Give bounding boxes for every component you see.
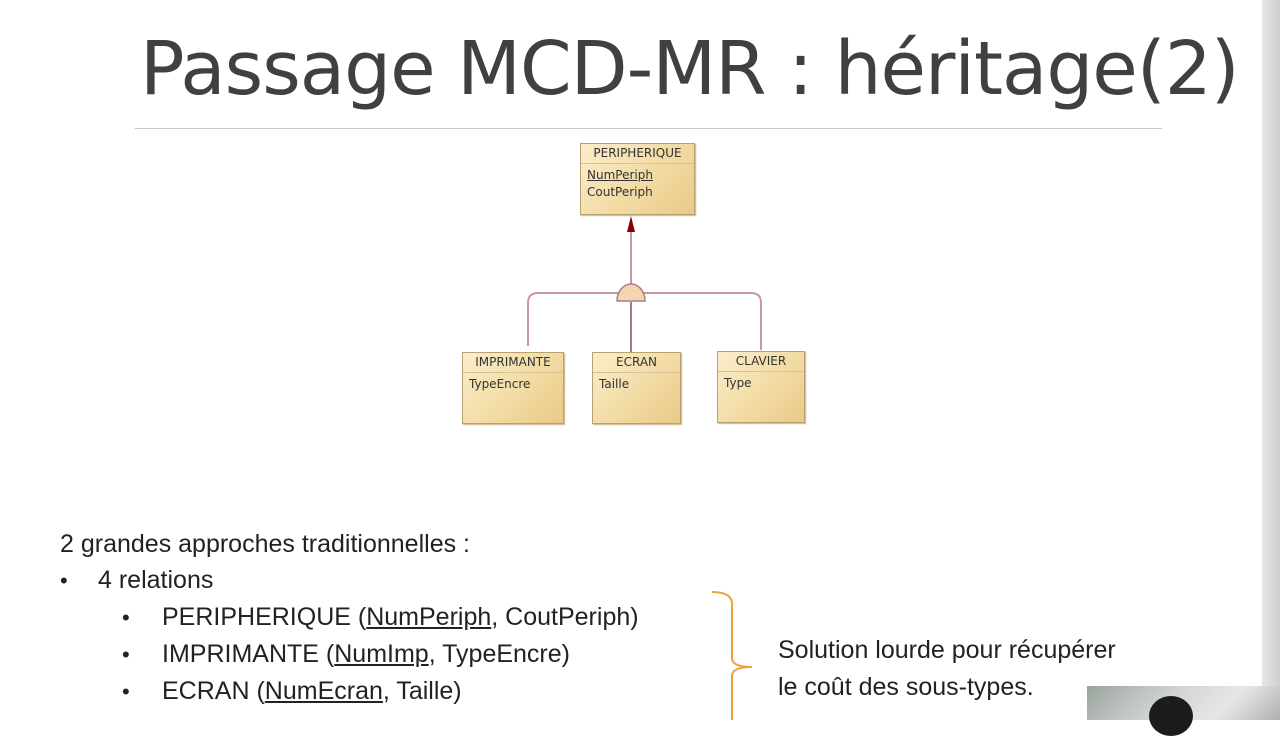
bullet-icon: •	[122, 679, 130, 704]
bullet-icon: •	[122, 642, 130, 667]
presenter-head	[1149, 696, 1193, 736]
relation-paren: (	[318, 640, 335, 668]
entity-name: IMPRIMANTE	[463, 353, 563, 373]
intro-text: 2 grandes approches traditionnelles :	[60, 530, 470, 558]
entity-attribute: Type	[724, 376, 752, 390]
relation-item: IMPRIMANTE (NumImp, TypeEncre)	[162, 640, 570, 669]
entity-key: NumPeriph	[587, 168, 653, 182]
inheritance-symbol-icon	[616, 283, 646, 302]
entity-ecran[interactable]: ECRAN Taille	[592, 352, 681, 424]
inheritance-links	[527, 216, 762, 352]
entity-imprimante[interactable]: IMPRIMANTE TypeEncre	[462, 352, 564, 424]
link-children	[527, 292, 762, 350]
window-edge	[1262, 0, 1280, 720]
relation-attributes: , TypeEncre)	[428, 640, 570, 668]
entity-name: CLAVIER	[718, 352, 804, 372]
relation-paren: (	[249, 677, 265, 705]
relation-key: NumImp	[334, 640, 429, 668]
relation-item: ECRAN (NumEcran, Taille)	[162, 677, 462, 706]
entity-name: PERIPHERIQUE	[581, 144, 694, 164]
entity-name: ECRAN	[593, 353, 680, 373]
relation-item: PERIPHERIQUE (NumPeriph, CoutPeriph)	[162, 603, 639, 632]
entity-peripherique[interactable]: PERIPHERIQUE NumPeriph CoutPeriph	[580, 143, 695, 215]
slide-title: Passage MCD-MR : héritage(2)	[140, 26, 1240, 112]
bullet-icon: •	[122, 605, 130, 630]
entity-attribute: Taille	[599, 377, 630, 391]
arrow-head-icon	[627, 216, 635, 232]
title-divider	[135, 128, 1162, 129]
entity-attribute: CoutPeriph	[587, 185, 653, 199]
relation-name: PERIPHERIQUE	[162, 603, 351, 631]
relation-attributes: , CoutPeriph)	[491, 603, 639, 631]
relation-name: ECRAN	[162, 677, 250, 705]
brace-icon	[711, 591, 753, 720]
relation-name: IMPRIMANTE	[162, 640, 319, 668]
relation-key: NumPeriph	[366, 603, 492, 631]
bullet-icon: •	[60, 568, 68, 593]
webcam-overlay	[1087, 686, 1280, 736]
note-line-2: le coût des sous-types.	[778, 673, 1034, 701]
entity-attribute: TypeEncre	[469, 377, 531, 391]
level1-item: 4 relations	[98, 566, 214, 594]
relation-paren: (	[350, 603, 367, 631]
entity-clavier[interactable]: CLAVIER Type	[717, 351, 805, 423]
relation-key: NumEcran	[264, 677, 383, 705]
relation-attributes: , Taille)	[382, 677, 462, 705]
note-line-1: Solution lourde pour récupérer	[778, 636, 1116, 664]
